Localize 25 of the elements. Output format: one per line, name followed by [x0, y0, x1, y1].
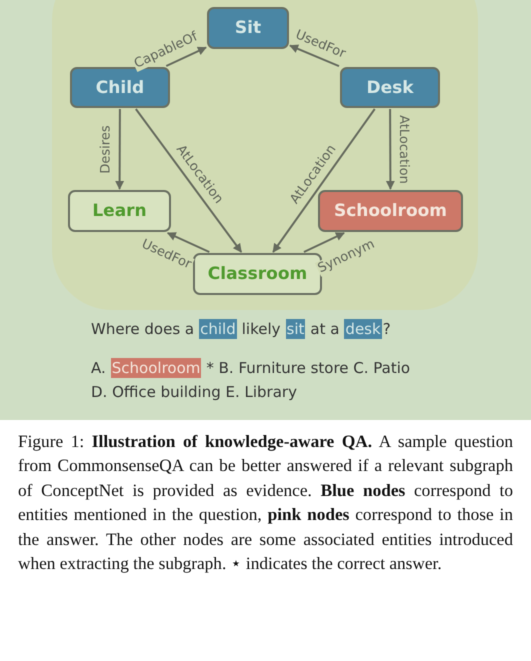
answer-highlight: Schoolroom	[110, 358, 202, 378]
question-text: * B. Furniture store C. Patio	[205, 358, 412, 378]
concept-node: Learn	[68, 190, 171, 232]
question-entity-node: Child	[70, 67, 170, 108]
question-text: likely	[240, 319, 282, 339]
question-text: ?	[382, 319, 392, 339]
question-text: D. Office building E. Library	[90, 382, 298, 402]
arrow	[135, 108, 242, 253]
question-entity-highlight: sit	[286, 319, 306, 339]
question-text: Where does a	[90, 319, 196, 339]
arrow	[166, 46, 207, 67]
arrow	[166, 232, 210, 253]
arrow	[115, 109, 124, 190]
question-entity-highlight: desk	[344, 319, 382, 339]
arrow	[304, 232, 345, 253]
question-entity-node: Desk	[340, 67, 440, 108]
answer-entity-node: Schoolroom	[318, 190, 463, 232]
arrow	[386, 109, 395, 190]
question-text: at a	[309, 319, 340, 339]
arrow	[272, 108, 376, 253]
caption: Figure 1: Illustration of knowledge-aware QA. A sample question from CommonsenseQA can be better answered if a relevant subgraph of ConceptNet is provided as evidence. Blue nodes correspond to entities mentioned in the question, pink nodes correspond to those in the answer. The other nodes are some associated entities introduced when extracting the subgraph. ⋆ indicates the correct answer.	[18, 431, 513, 576]
question-entity-node: Sit	[207, 7, 289, 49]
arrow	[289, 44, 340, 68]
question-text: A.	[90, 358, 107, 378]
question-entity-highlight: child	[199, 319, 237, 339]
